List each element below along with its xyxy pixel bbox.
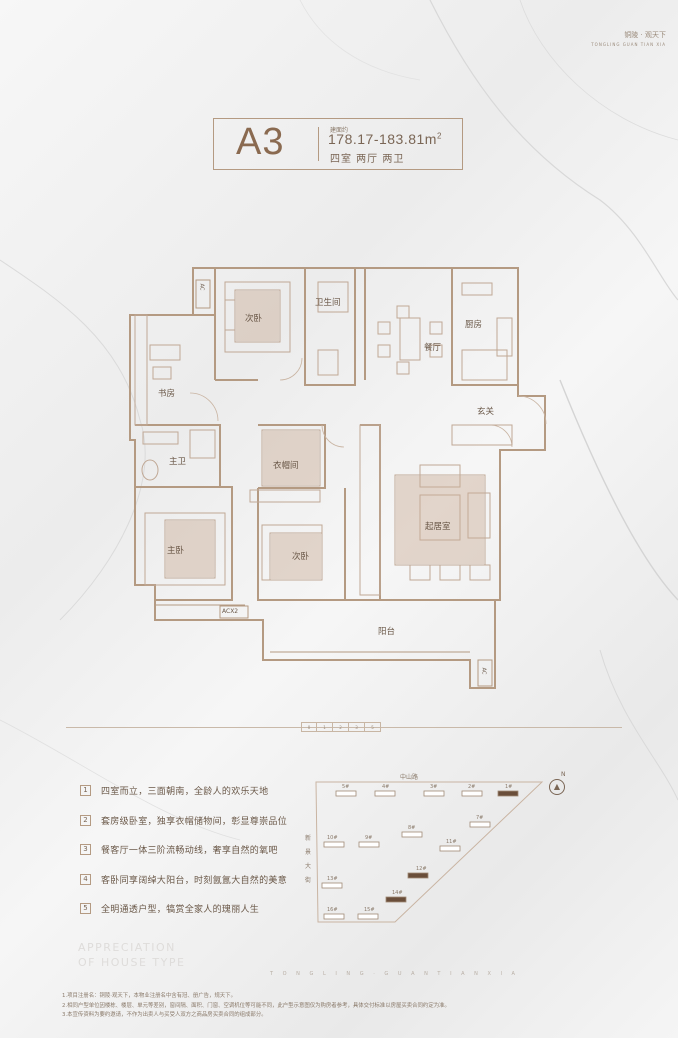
room-foyer: 玄关 bbox=[477, 407, 495, 417]
footnote: 2.相同户型单位因楼栋、楼层、单元等差别，窗间隔、面积、门窗、空调机位等可能不同… bbox=[62, 1002, 450, 1009]
unit-area-value: 178.17-183.81m bbox=[328, 131, 437, 147]
building-label: 8# bbox=[408, 825, 416, 831]
room-master-bedroom: 主卧 bbox=[167, 546, 185, 556]
feature-text: 套房级卧室，独享衣帽储物间，彰显尊崇品位 bbox=[101, 816, 288, 827]
feature-item: 4 客卧同享阔绰大阳台，时刻氤氲大自然的美意 bbox=[80, 873, 340, 886]
scale-tick: 0 bbox=[301, 722, 317, 732]
building-label: 4# bbox=[382, 784, 390, 790]
building-label: 2# bbox=[468, 784, 476, 790]
feature-item: 3 餐客厅一体三阶流畅动线，奢享自然的氧吧 bbox=[80, 843, 340, 856]
appreciation-line: OF HOUSE TYPE bbox=[78, 956, 186, 969]
brand-name: 铜陵 · 观天下 bbox=[624, 31, 666, 39]
scale-tick: 1 bbox=[317, 722, 333, 732]
feature-number: 2 bbox=[80, 814, 91, 826]
building-label: 7# bbox=[476, 815, 484, 821]
building-label: 13# bbox=[327, 876, 338, 882]
ac-unit-2: ACX2 bbox=[222, 608, 239, 615]
ac-unit-1: AC bbox=[198, 283, 205, 291]
road-north: 中山路 bbox=[400, 774, 419, 781]
building-label: 9# bbox=[365, 835, 373, 841]
feature-number: 4 bbox=[80, 873, 91, 885]
building-label: 3# bbox=[430, 784, 438, 790]
feature-item: 1 四室而立，三面朝南，全龄人的欢乐天地 bbox=[80, 784, 340, 797]
room-balcony: 阳台 bbox=[378, 627, 396, 637]
floor-plan bbox=[129, 267, 547, 689]
building-label: 12# bbox=[416, 866, 427, 872]
brand-line: T O N G L I N G · G U A N T I A N X I A bbox=[270, 971, 519, 977]
scale-tick: 3 bbox=[349, 722, 365, 732]
room-living: 起居室 bbox=[425, 522, 451, 532]
area-label: 建面约 bbox=[330, 127, 349, 134]
room-bathroom: 卫生间 bbox=[315, 298, 341, 308]
building-label: 1# bbox=[505, 784, 513, 790]
ac-unit-3: AC bbox=[480, 667, 487, 675]
feature-list: 1 四室而立，三面朝南，全龄人的欢乐天地 2 套房级卧室，独享衣帽储物间，彰显尊崇品… bbox=[80, 784, 340, 932]
footnotes: 1.项目注册名：铜陵·观天下，本物业注册名中含有冠、册广告，规天下。 2.相同户… bbox=[62, 992, 662, 1021]
feature-text: 全明通透户型，犒赏全家人的瑰丽人生 bbox=[101, 905, 260, 915]
unit-layout: 四室 两厅 两卫 bbox=[330, 154, 405, 165]
feature-item: 5 全明通透户型，犒赏全家人的瑰丽人生 bbox=[80, 902, 340, 915]
appreciation-title: APPRECIATION OF HOUSE TYPE bbox=[78, 940, 185, 970]
building-label: 16# bbox=[327, 907, 338, 913]
room-master-bath: 主卫 bbox=[169, 457, 187, 467]
unit-code: A3 bbox=[236, 121, 285, 163]
room-dining: 餐厅 bbox=[424, 343, 442, 353]
building-label: 11# bbox=[446, 839, 457, 845]
brand-tagline: TONGLING GUAN TIAN XIA bbox=[591, 42, 666, 47]
scale-bar: 0 1 2 3 5 bbox=[301, 722, 381, 732]
feature-text: 四室而立，三面朝南，全龄人的欢乐天地 bbox=[101, 787, 269, 797]
road-west: 新景大街 bbox=[305, 835, 312, 884]
scale-tick: 2 bbox=[333, 722, 349, 732]
brand-tag: 铜陵 · 观天下 TONGLING GUAN TIAN XIA bbox=[591, 30, 666, 50]
building-label: 5# bbox=[342, 784, 350, 790]
feature-item: 2 套房级卧室，独享衣帽储物间，彰显尊崇品位 bbox=[80, 814, 340, 827]
feature-text: 餐客厅一体三阶流畅动线，奢享自然的氧吧 bbox=[101, 846, 278, 856]
room-study: 书房 bbox=[158, 389, 176, 399]
footnote: 3.本宣传资料为要约邀请，不作为出卖人与买受人双方之商品房买卖合同的组成部分。 bbox=[62, 1012, 267, 1018]
unit-title-box: A3 建面约 178.17-183.81m2 四室 两厅 两卫 bbox=[213, 118, 463, 170]
scale-tick: 5 bbox=[365, 722, 381, 732]
compass-icon: ▲ bbox=[549, 779, 565, 795]
scale-line bbox=[66, 727, 622, 728]
building-label: 10# bbox=[327, 835, 338, 841]
feature-text: 客卧同享阔绰大阳台，时刻氤氲大自然的美意 bbox=[101, 875, 288, 886]
room-walk-in-closet: 衣帽间 bbox=[273, 461, 299, 471]
appreciation-line: APPRECIATION bbox=[78, 941, 176, 954]
room-bedroom-second-1: 次卧 bbox=[245, 314, 263, 324]
unit-area: 178.17-183.81m2 bbox=[328, 131, 442, 147]
room-kitchen: 厨房 bbox=[465, 320, 483, 330]
feature-number: 5 bbox=[80, 903, 91, 914]
footnote: 1.项目注册名：铜陵·观天下，本物业注册名中含有冠、册广告，规天下。 bbox=[62, 993, 236, 999]
building-label: 14# bbox=[392, 890, 403, 896]
north-letter: N bbox=[561, 771, 566, 778]
building-label: 15# bbox=[364, 907, 375, 913]
title-divider bbox=[318, 127, 319, 161]
feature-number: 1 bbox=[80, 785, 91, 796]
room-bedroom-second-2: 次卧 bbox=[292, 552, 310, 562]
unit-area-sup: 2 bbox=[436, 131, 442, 141]
feature-number: 3 bbox=[80, 844, 91, 855]
